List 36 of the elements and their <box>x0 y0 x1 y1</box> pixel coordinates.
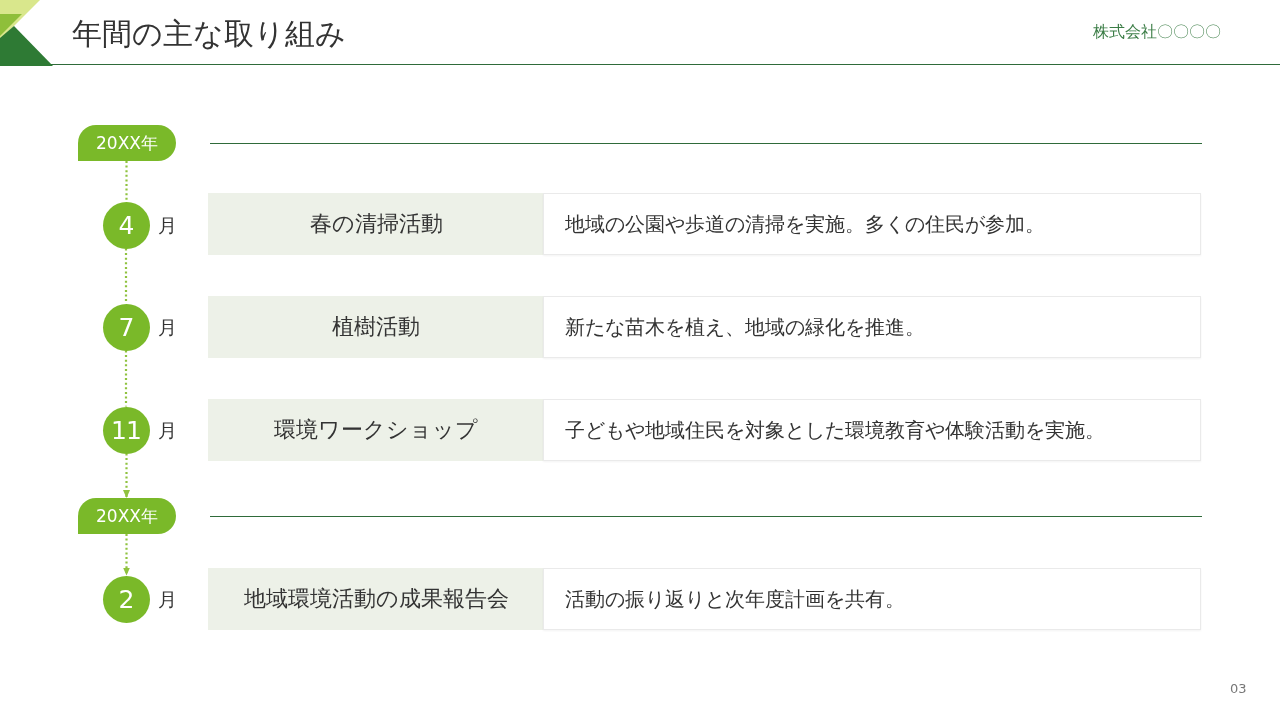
activity-description: 地域の公園や歩道の清掃を実施。多くの住民が参加。 <box>565 212 1045 236</box>
year-label: 20XX年 <box>96 506 158 526</box>
activity-description-panel <box>543 568 1201 630</box>
activity-description: 活動の振り返りと次年度計画を共有。 <box>565 587 905 611</box>
month-number: 2 <box>118 586 134 612</box>
dotted-arrow <box>123 534 130 576</box>
dotted-connector <box>125 161 128 202</box>
page-number: 03 <box>1230 681 1247 697</box>
year-pill <box>78 498 176 534</box>
activity-title-panel <box>208 399 544 461</box>
dotted-connector <box>124 350 128 407</box>
activity-title: 春の清掃活動 <box>309 210 443 238</box>
dotted-arrow <box>123 453 130 498</box>
activity-title-panel <box>208 568 544 630</box>
activity-description-panel <box>543 193 1201 255</box>
activity-description: 新たな苗木を植え、地域の緑化を推進。 <box>565 315 925 339</box>
month-unit-label: 月 <box>157 315 177 339</box>
month-number: 7 <box>118 314 134 340</box>
year-label: 20XX年 <box>96 133 158 153</box>
activity-title: 地域環境活動の成果報告会 <box>243 585 509 613</box>
activity-description-panel <box>543 399 1201 461</box>
month-unit-label: 月 <box>157 213 177 237</box>
company-name: 株式会社〇〇〇〇 <box>1093 22 1221 42</box>
activity-description-panel <box>543 296 1201 358</box>
month-number: 4 <box>118 212 134 238</box>
activity-title-panel <box>208 193 544 255</box>
page-title: 年間の主な取り組み <box>72 15 346 53</box>
activity-description: 子どもや地域住民を対象とした環境教育や体験活動を実施。 <box>565 418 1105 442</box>
activity-title: 環境ワークショップ <box>274 416 478 444</box>
month-unit-label: 月 <box>157 587 177 611</box>
activity-title: 植樹活動 <box>332 313 420 341</box>
month-number: 11 <box>111 417 141 443</box>
year-pill <box>78 125 176 161</box>
dotted-connector <box>124 248 128 304</box>
month-unit-label: 月 <box>157 418 177 442</box>
activity-title-panel <box>208 296 544 358</box>
